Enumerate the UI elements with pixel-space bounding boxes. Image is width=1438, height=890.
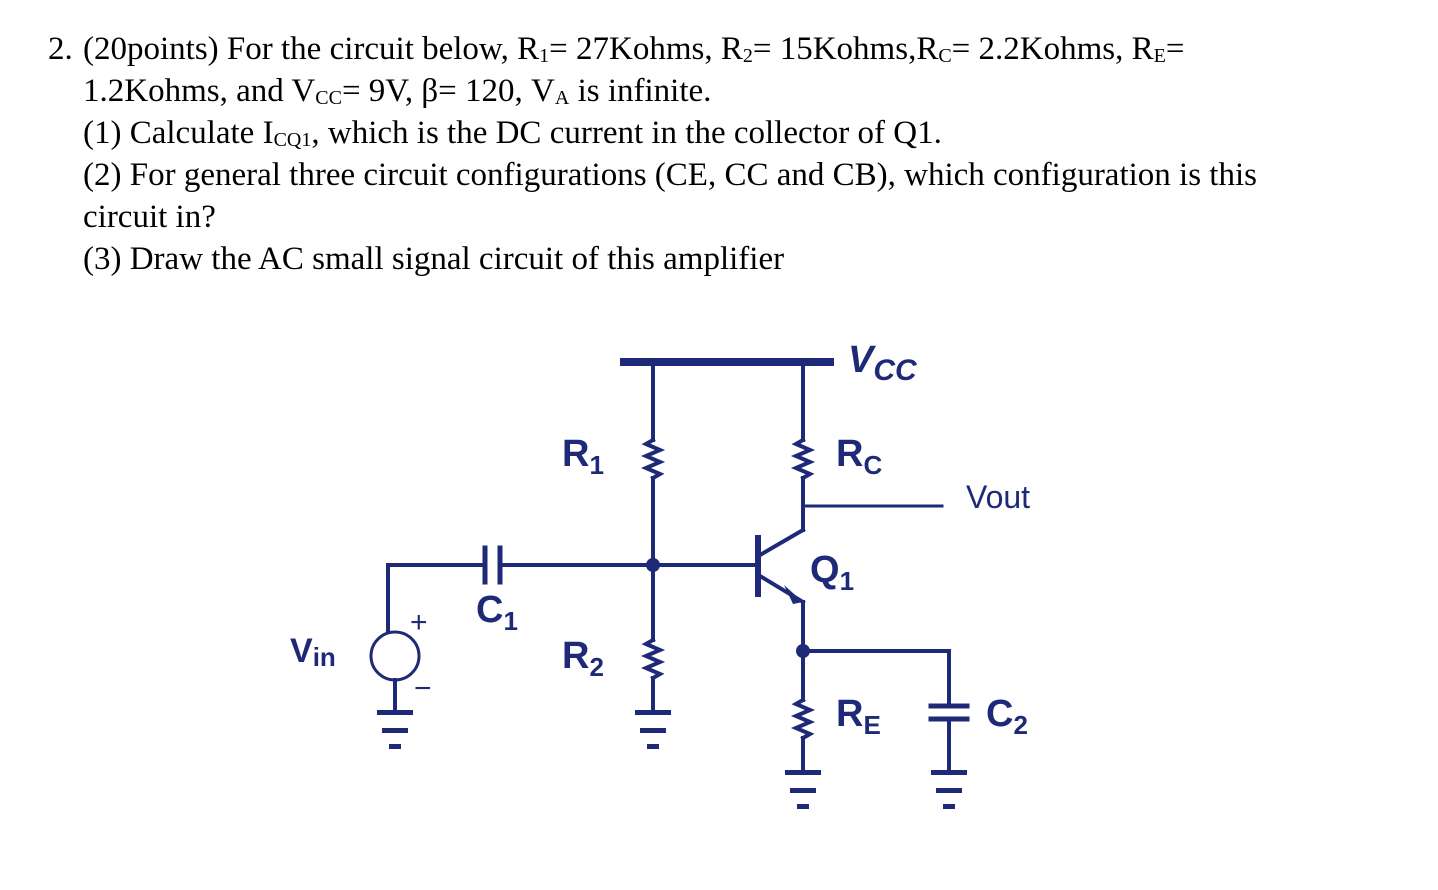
r1-label: R1 (562, 433, 604, 480)
vin-label: Vin (290, 632, 336, 672)
c1-label: C1 (476, 589, 518, 636)
question-line-1: 2.(20points) For the circuit below, R1= … (48, 28, 1418, 70)
r2-label: R2 (562, 635, 604, 682)
re-label: RE (836, 693, 881, 740)
q1-emitter-arrow (784, 585, 803, 604)
question-line-2: 1.2Kohms, and VCC= 9V, β= 120, VA is inf… (83, 73, 712, 109)
minus-sign: − (414, 672, 432, 705)
ground-icon (785, 770, 821, 809)
emitter-node (796, 644, 810, 658)
question-part-3: (3) Draw the AC small signal circuit of … (83, 241, 785, 277)
plus-sign: + (410, 606, 428, 639)
question-number: 2. (48, 31, 73, 67)
question-part-1: (1) Calculate ICQ1, which is the DC curr… (83, 115, 942, 151)
base-node (646, 558, 660, 572)
r1-resistor (640, 437, 666, 481)
question-text: 2.(20points) For the circuit below, R1= … (48, 28, 1418, 280)
circuit-diagram: VCC R1 RC Vout Q1 C1 + − R2 Vin RE C2 (290, 339, 1030, 809)
rc-label: RC (836, 433, 882, 480)
question-part-2: (2) For general three circuit configurat… (83, 157, 1257, 193)
q1-label: Q1 (810, 549, 854, 596)
ground-icon (635, 710, 671, 749)
ground-icon (931, 770, 967, 809)
ground-icon (377, 710, 413, 749)
question-part-2-cont: circuit in? (83, 199, 216, 235)
r2-resistor (640, 637, 666, 681)
vcc-label: VCC (848, 339, 918, 387)
q1-collector (757, 527, 806, 558)
re-resistor (790, 697, 816, 741)
vin-source (369, 630, 421, 682)
vout-label: Vout (966, 479, 1030, 515)
c2-label: C2 (986, 693, 1028, 740)
rc-resistor (790, 437, 816, 481)
